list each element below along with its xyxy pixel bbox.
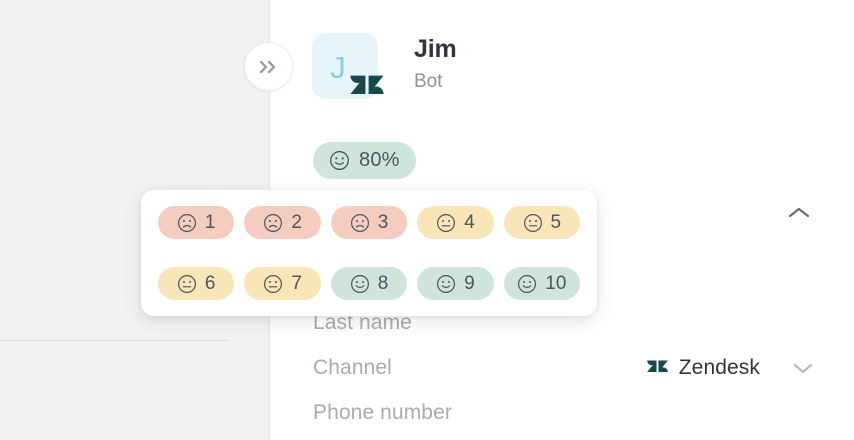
frowning-face-icon xyxy=(263,213,283,233)
rating-pill-5[interactable]: 5 xyxy=(503,206,581,239)
smiling-face-icon xyxy=(436,274,456,294)
rating-pill-6[interactable]: 6 xyxy=(158,267,235,300)
chevron-down-icon[interactable] xyxy=(791,361,815,375)
contact-fields-list: Last name Channel Zendesk xyxy=(313,300,815,435)
neutral-face-icon xyxy=(523,213,543,233)
field-row-channel[interactable]: Channel Zendesk xyxy=(313,345,815,390)
field-label: Last name xyxy=(313,310,412,334)
rating-row-1: 1 2 3 4 5 xyxy=(158,206,581,239)
rating-pill-value: 1 xyxy=(204,212,216,233)
satisfaction-score-value: 80% xyxy=(359,149,400,171)
neutral-face-icon xyxy=(263,274,283,294)
agent-name: Jim xyxy=(414,35,457,63)
rating-pill-4[interactable]: 4 xyxy=(417,206,494,239)
neutral-face-icon xyxy=(177,274,197,294)
smiley-face-icon xyxy=(329,150,350,171)
avatar[interactable]: J xyxy=(312,33,384,99)
rating-pill-2[interactable]: 2 xyxy=(244,206,321,239)
satisfaction-rating-popup[interactable]: 1 2 3 4 5 6 7 8 9 10 xyxy=(141,190,597,316)
channel-value-text: Zendesk xyxy=(678,355,760,379)
rating-pill-value: 10 xyxy=(545,273,567,294)
agent-meta: Jim Bot xyxy=(414,33,457,92)
frowning-face-icon xyxy=(350,213,370,233)
rating-pill-8[interactable]: 8 xyxy=(330,267,408,300)
rating-pill-value: 2 xyxy=(291,212,302,233)
rating-pill-value: 7 xyxy=(291,273,302,294)
rating-pill-value: 4 xyxy=(464,212,475,233)
rating-pill-value: 9 xyxy=(464,273,475,294)
smiling-face-icon xyxy=(350,274,370,294)
rating-pill-value: 5 xyxy=(550,212,562,233)
rating-row-2: 6 7 8 9 10 xyxy=(158,267,581,300)
neutral-face-icon xyxy=(436,213,456,233)
rating-pill-value: 6 xyxy=(204,273,216,294)
agent-role: Bot xyxy=(414,70,443,92)
rating-pill-10[interactable]: 10 xyxy=(503,267,581,300)
smiling-face-icon xyxy=(517,274,537,294)
panel-divider xyxy=(0,340,228,341)
rating-pill-9[interactable]: 9 xyxy=(417,267,494,300)
avatar-initial: J xyxy=(330,49,346,85)
rating-pill-value: 3 xyxy=(377,212,389,233)
chevrons-right-icon xyxy=(258,60,280,74)
field-label: Channel xyxy=(313,355,392,379)
frowning-face-icon xyxy=(177,213,197,233)
field-label: Phone number xyxy=(313,400,452,424)
collapse-section-button[interactable] xyxy=(782,200,816,230)
rating-pill-1[interactable]: 1 xyxy=(158,206,235,239)
expand-panel-button[interactable] xyxy=(244,42,293,91)
chevron-up-icon xyxy=(787,206,811,225)
satisfaction-score-badge[interactable]: 80% xyxy=(313,142,416,179)
rating-pill-7[interactable]: 7 xyxy=(244,267,321,300)
rating-pill-3[interactable]: 3 xyxy=(330,206,408,239)
zendesk-logo-icon xyxy=(347,62,387,102)
zendesk-logo-icon xyxy=(645,352,670,383)
field-row-phone-number[interactable]: Phone number xyxy=(313,390,815,435)
rating-pill-value: 8 xyxy=(377,273,389,294)
avatar-tile: J xyxy=(312,33,378,99)
agent-header: J Jim Bot xyxy=(312,33,457,99)
field-row-last-name[interactable]: Last name xyxy=(313,300,815,345)
field-value-group: Zendesk xyxy=(645,352,815,383)
